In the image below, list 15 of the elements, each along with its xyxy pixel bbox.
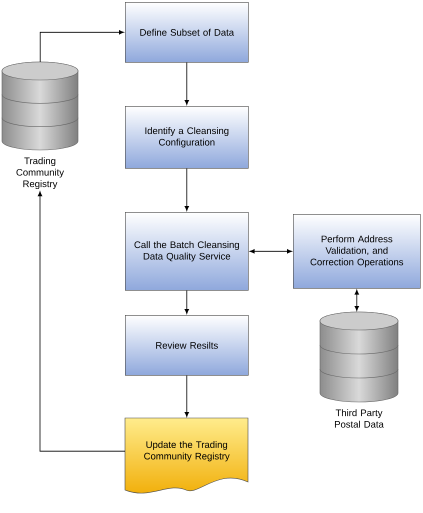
- process-box: Call the Batch Cleansing Data Quality Service: [125, 212, 249, 291]
- arrow: [250, 249, 292, 254]
- database-label: Trading Community Registry: [16, 157, 64, 190]
- arrow: [184, 62, 189, 105]
- arrow: [184, 375, 189, 417]
- arrow: [354, 290, 359, 311]
- process-box: Review Resilts: [125, 315, 249, 376]
- arrow: [184, 168, 189, 211]
- process-box: Define Subset of Data: [125, 2, 249, 63]
- arrow: [184, 290, 189, 314]
- database-label: Third Party Postal Data: [334, 409, 384, 428]
- arrow: [38, 191, 126, 452]
- process-box: Perform Address Validation, and Correction Operations: [293, 214, 421, 289]
- process-box: Identify a Cleansing Configuration: [125, 106, 249, 169]
- arrow: [40, 30, 124, 62]
